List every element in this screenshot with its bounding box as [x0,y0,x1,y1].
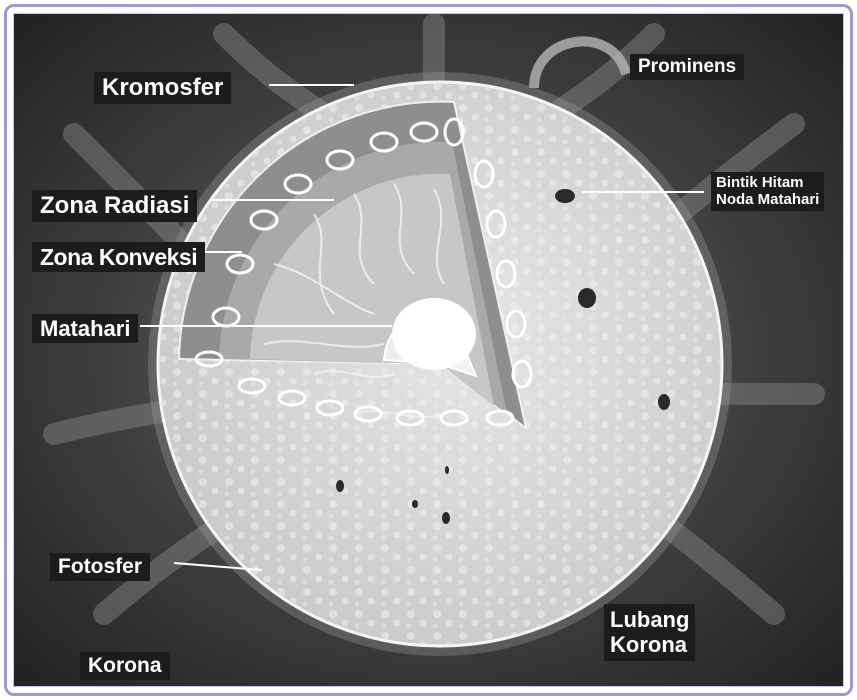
label-zona-konveksi: Zona Konveksi [32,242,205,272]
label-matahari: Matahari [32,314,138,343]
label-kromosfer: Kromosfer [94,72,231,104]
diagram-frame: Kromosfer Prominens Zona Radiasi Zona Ko… [4,4,853,696]
label-bintik-line2: Noda Matahari [716,191,819,208]
label-zona-radiasi: Zona Radiasi [32,190,197,222]
label-korona: Korona [80,652,170,680]
label-bintik-line1: Bintik Hitam [716,174,819,191]
sun-diagram: Kromosfer Prominens Zona Radiasi Zona Ko… [13,13,844,687]
label-lubang-korona: Lubang Korona [604,604,695,661]
label-bintik-hitam: Bintik Hitam Noda Matahari [711,172,824,211]
label-fotosfer: Fotosfer [50,553,150,581]
label-lubang-line2: Korona [610,632,689,657]
label-prominens: Prominens [630,54,744,80]
sun-core-highlight [392,298,476,370]
label-lubang-line1: Lubang [610,607,689,632]
sun-illustration [14,14,844,687]
